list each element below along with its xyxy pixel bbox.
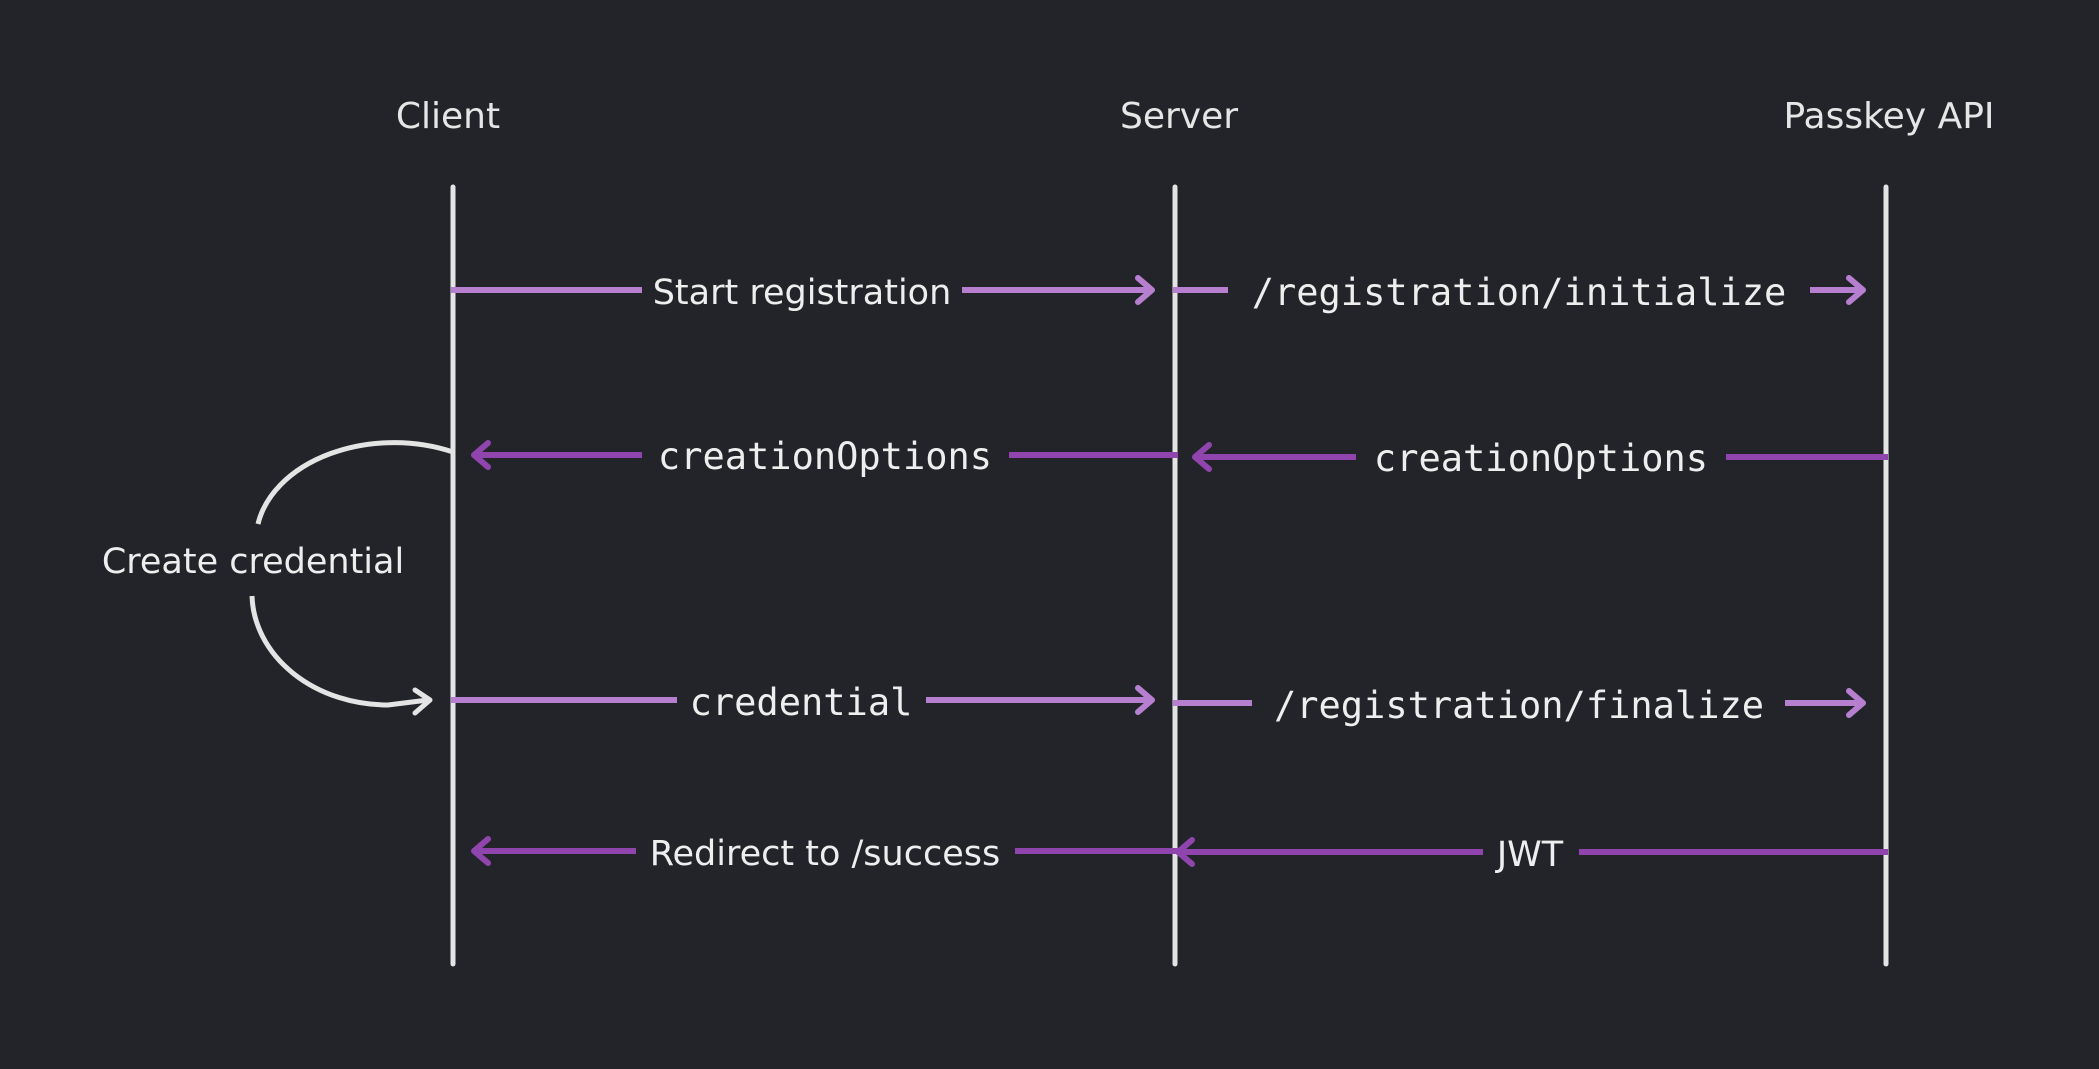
- self-loop-label: Create credential: [102, 542, 404, 582]
- message-label: Redirect to /success: [650, 834, 1000, 874]
- message-redirect-to-success: Redirect to /success: [471, 834, 1178, 874]
- arrowhead-right: [1846, 275, 1866, 305]
- message-label: creationOptions: [658, 435, 992, 478]
- actor-passkey-api: Passkey API: [1783, 96, 1994, 137]
- arrowhead-right: [1135, 685, 1155, 715]
- message-start-registration: Start registration: [451, 273, 1155, 313]
- message-registration-finalize: /registration/finalize: [1173, 684, 1866, 727]
- self-loop-arc-bottom: [249, 595, 429, 708]
- message-credential: credential: [451, 681, 1155, 724]
- message-registration-initialize: /registration/initialize: [1173, 271, 1866, 314]
- self-loop-arc-top: [255, 440, 454, 525]
- arrowhead-right: [1846, 688, 1866, 718]
- actor-server: Server: [1120, 96, 1238, 137]
- self-loop-create-credential: Create credential: [102, 440, 454, 716]
- arrowhead-left: [471, 836, 491, 866]
- message-label: /registration/finalize: [1274, 684, 1764, 727]
- message-jwt: JWT: [1175, 835, 1888, 875]
- message-creation-options-to-server: creationOptions: [1192, 437, 1888, 480]
- message-creation-options-to-client: creationOptions: [471, 435, 1178, 478]
- self-loop-arrowhead: [412, 687, 433, 716]
- arrowhead-left: [1192, 442, 1212, 472]
- message-label: Start registration: [653, 273, 952, 313]
- actor-client: Client: [396, 96, 500, 137]
- message-label: credential: [690, 681, 913, 724]
- arrowhead-right: [1135, 275, 1155, 305]
- message-label: /registration/initialize: [1252, 271, 1787, 314]
- arrowhead-left: [471, 440, 491, 470]
- message-label: JWT: [1495, 835, 1564, 875]
- arrowhead-left: [1175, 837, 1195, 867]
- message-label: creationOptions: [1374, 437, 1708, 480]
